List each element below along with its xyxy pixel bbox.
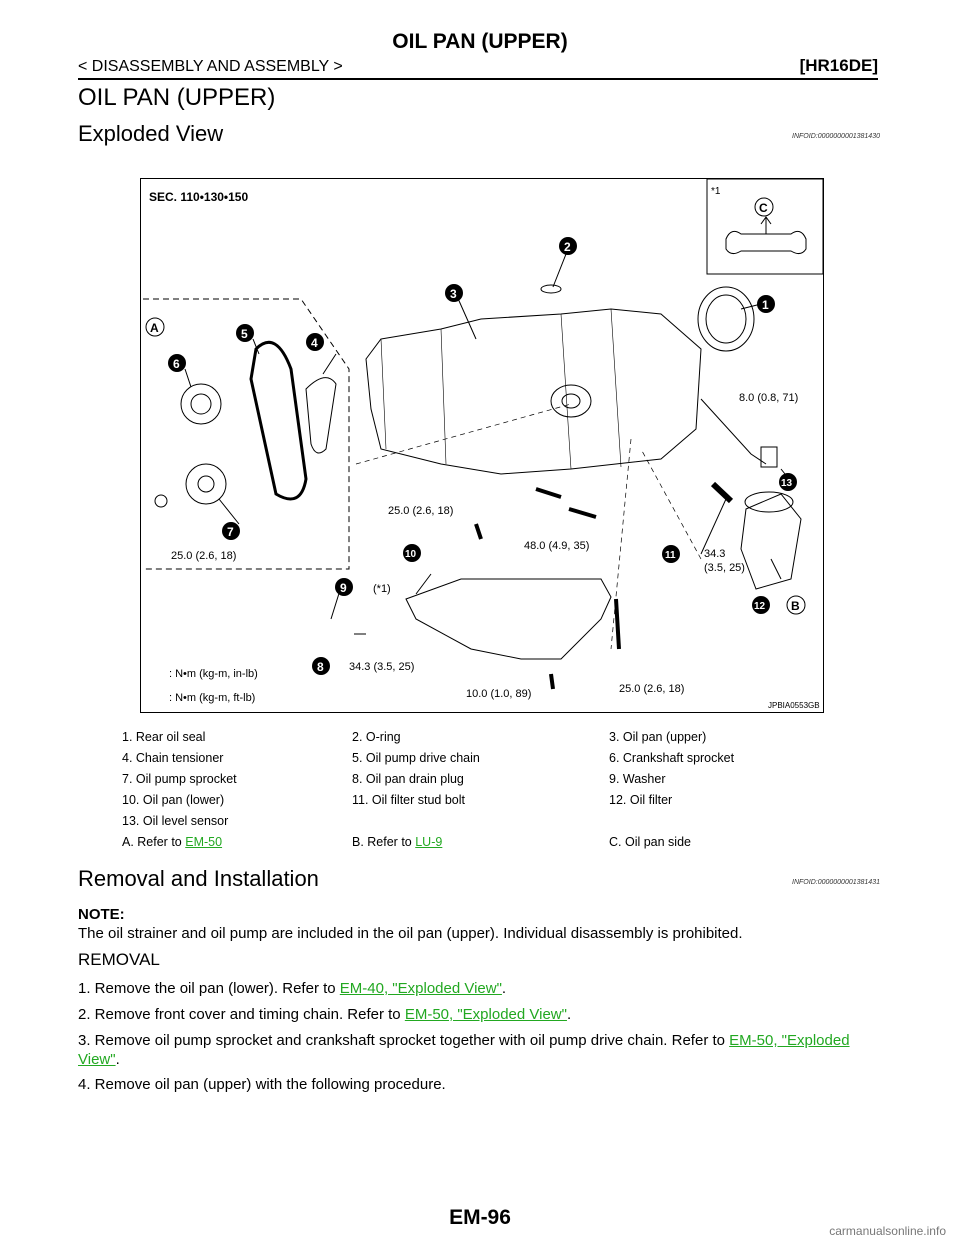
link-em-50-step3[interactable]: EM-50, "Exploded View" [78,1032,850,1068]
pump-sprocket-shape [185,463,227,505]
legend-item: 5. Oil pump drive chain [352,751,480,765]
legend-row-refs: A. Refer to EM-50 B. Refer to LU-9 C. Oi… [122,835,822,856]
legend-item: 10. Oil pan (lower) [122,793,225,807]
torque-level-sensor: 8.0 (0.8, 71) [739,392,798,404]
torque-sprocket: 25.0 (2.6, 18) [171,550,236,562]
oil-filter-shape [740,493,802,590]
inset-box [706,178,824,275]
parts-legend: 1. Rear oil seal 2. O-ring 3. Oil pan (u… [122,730,822,856]
legend-item: 1. Rear oil seal [122,730,206,744]
link-em-50-step2[interactable]: EM-50, "Exploded View" [404,1006,567,1023]
removal-installation-infoid: INFOID:0000000001381431 [792,879,880,886]
washer-note: (*1) [373,583,391,595]
removal-step: 4. Remove oil pan (upper) with the follo… [78,1076,446,1093]
page-header-title: OIL PAN (UPPER) [392,30,568,53]
legend-item: 13. Oil level sensor [122,814,229,828]
torque-lower-bolt: 10.0 (1.0, 89) [466,688,531,700]
section-breadcrumb: < DISASSEMBLY AND ASSEMBLY > [78,58,343,75]
chain-shape [249,340,308,501]
callout-6: 6 [173,357,180,371]
callout-11: 11 [665,550,676,561]
legend-ref-c: C. Oil pan side [609,835,691,849]
upper-pan-body [365,308,702,475]
callout-3: 3 [450,287,457,301]
exploded-diagram: SEC. 110•130•150 *1 JPBIA0553GB A B C 1 … [143,178,824,710]
timing-region [143,298,350,570]
link-em-40[interactable]: EM-40, "Exploded View" [339,980,502,997]
exploded-view-figure: SEC. 110•130•150 *1 JPBIA0553GB A B C 1 … [140,178,824,713]
callout-13: 13 [781,478,793,489]
marker-b: B [791,599,800,613]
torque-stud-b: (3.5, 25) [704,562,745,574]
legend-item: 8. Oil pan drain plug [352,772,464,786]
legend-row: 1. Rear oil seal 2. O-ring 3. Oil pan (u… [122,730,822,751]
legend-ref-a: A. Refer to EM-50 [122,835,223,849]
legend-ref-b: B. Refer to LU-9 [352,835,443,849]
link-em-50[interactable]: EM-50 [185,835,223,849]
legend-row: 7. Oil pump sprocket 8. Oil pan drain pl… [122,772,822,793]
removal-step: 1. Remove the oil pan (lower). Refer to … [78,980,507,997]
removal-installation-title: Removal and Installation [78,866,319,891]
legend-item: 3. Oil pan (upper) [609,730,707,744]
torque-bolt-upper: 25.0 (2.6, 18) [388,505,453,517]
crank-sprocket-shape [180,383,222,425]
torque-lower-rear: 25.0 (2.6, 18) [619,683,684,695]
torque-drain-plug: 34.3 (3.5, 25) [349,661,414,673]
legend-item: 11. Oil filter stud bolt [352,793,466,807]
inset-seal [725,230,807,255]
link-lu-9[interactable]: LU-9 [415,835,443,849]
section-number: SEC. 110•130•150 [149,190,248,204]
legend-item: 12. Oil filter [609,793,673,807]
legend-item: 4. Chain tensioner [122,751,224,765]
callout-1: 1 [762,298,769,312]
marker-a: A [150,321,159,335]
unit-in-lb: : N•m (kg-m, in-lb) [169,668,258,680]
callout-10: 10 [405,549,417,560]
legend-item: 7. Oil pump sprocket [122,772,237,786]
callout-9: 9 [340,581,347,595]
legend-row: 10. Oil pan (lower) 11. Oil filter stud … [122,793,822,814]
removal-heading: REMOVAL [78,950,160,969]
callout-12: 12 [754,601,766,612]
callout-2: 2 [564,240,571,254]
legend-item: 6. Crankshaft sprocket [609,751,735,765]
torque-stud-a: 34.3 [704,548,725,560]
page-number: EM-96 [449,1206,511,1229]
callout-4: 4 [311,336,318,350]
inset-label: *1 [711,186,721,197]
note-text: The oil strainer and oil pump are includ… [78,925,743,942]
figure-code: JPBIA0553GB [768,701,820,710]
watermark: carmanualsonline.info [829,1224,946,1238]
removal-step: 3. Remove oil pump sprocket and cranksha… [78,1032,850,1068]
note-label: NOTE: [78,906,125,923]
torque-bolt-48: 48.0 (4.9, 35) [524,540,589,552]
unit-ft-lb: : N•m (kg-m, ft-lb) [169,692,255,704]
exploded-view-title: Exploded View [78,121,224,146]
lower-pan-shape [405,578,612,660]
legend-item: 9. Washer [609,772,666,786]
engine-code: [HR16DE] [799,56,878,75]
exploded-view-infoid: INFOID:0000000001381430 [792,133,880,140]
legend-row: 4. Chain tensioner 5. Oil pump drive cha… [122,751,822,772]
rear-oil-seal-shape [697,286,755,352]
header-divider [78,78,878,80]
marker-c: C [759,201,768,215]
callout-5: 5 [241,327,248,341]
letter-markers: A B C [145,197,806,615]
legend-row: 13. Oil level sensor [122,814,822,835]
legend-item: 2. O-ring [352,730,401,744]
callout-8: 8 [317,660,324,674]
removal-step: 2. Remove front cover and timing chain. … [78,1006,572,1023]
page-heading: OIL PAN (UPPER) [78,84,276,111]
callout-7: 7 [227,525,234,539]
